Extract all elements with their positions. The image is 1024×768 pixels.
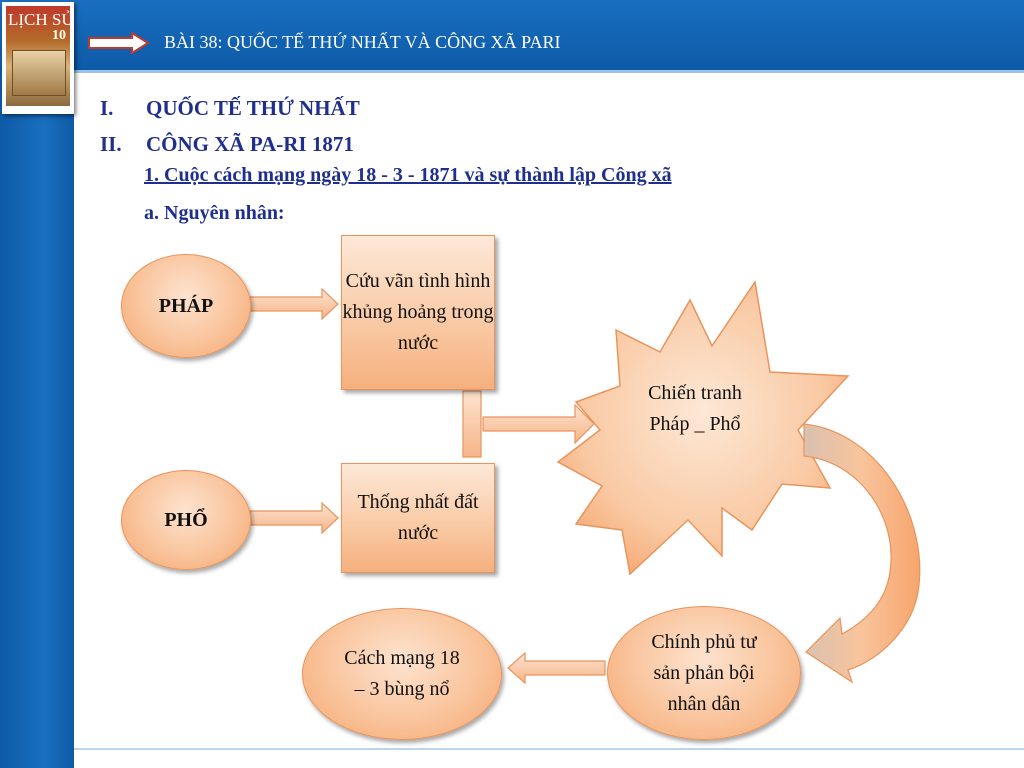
- title-arrow-icon: [88, 32, 150, 54]
- node-thong-nhat: Thống nhất đất nước: [341, 463, 495, 573]
- arrow-phap-to-cuu-van: [249, 287, 339, 321]
- book-cover-picture: [12, 50, 66, 96]
- outline-item-2-text: CÔNG XÃ PA-RI 1871: [146, 132, 354, 156]
- node-chinh-phu: Chính phủ tư sản phản bội nhân dân: [607, 606, 801, 740]
- left-sidebar-bar: [0, 0, 74, 768]
- node-pho: PHỔ: [121, 470, 251, 570]
- book-cover-image: LỊCH SỬ 10: [6, 6, 70, 106]
- outline-item-1-number: I.: [100, 96, 114, 120]
- header-bar: [0, 0, 1024, 70]
- arrow-to-chien-tranh: [482, 403, 595, 445]
- explosion-burst-shape: [556, 280, 850, 576]
- arrow-pho-to-thong-nhat: [249, 501, 339, 535]
- logo-title: LỊCH SỬ: [8, 10, 70, 29]
- page-title: BÀI 38: QUỐC TẾ THỨ NHẤT VÀ CÔNG XÃ PARI: [164, 32, 561, 52]
- footer-divider: [74, 748, 1024, 750]
- node-cuu-van: Cứu vãn tình hình khủng hoảng trong nước: [341, 235, 495, 390]
- outline-item-1-text: QUỐC TẾ THỨ NHẤT: [146, 96, 360, 120]
- node-cach-mang: Cách mạng 18 – 3 bùng nổ: [302, 608, 502, 740]
- logo-number: 10: [52, 28, 66, 43]
- header-divider: [74, 70, 1024, 73]
- node-chien-tranh: Chiến tranh Pháp _ Phổ: [648, 382, 742, 435]
- section-heading: 1. Cuộc cách mạng ngày 18 - 3 - 1871 và …: [144, 164, 672, 186]
- curved-arrow-to-chinh-phu: [803, 423, 921, 684]
- book-cover-logo: LỊCH SỬ 10: [2, 2, 74, 114]
- outline-item-2-number: II.: [100, 132, 122, 156]
- bracket-connector: [462, 390, 482, 458]
- subsection-heading: a. Nguyên nhân:: [144, 202, 285, 224]
- node-phap: PHÁP: [121, 254, 251, 358]
- arrow-to-cach-mang: [507, 651, 606, 685]
